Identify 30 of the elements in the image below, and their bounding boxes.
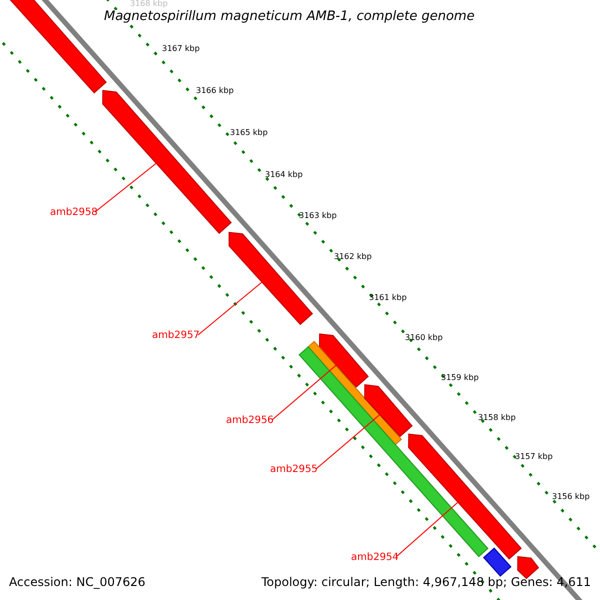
scale-label: 3163 kbp: [299, 212, 337, 220]
scale-label: 3168 kbp: [130, 0, 168, 8]
scale-label: 3162 kbp: [334, 253, 372, 261]
scale-label: 3167 kbp: [162, 45, 200, 53]
scale-label: 3166 kbp: [196, 87, 234, 95]
leader-line: [396, 501, 459, 558]
leader-line: [316, 414, 381, 470]
gene-label: amb2954: [351, 553, 399, 563]
gene-segment: [364, 384, 413, 438]
scale-label: 3165 kbp: [230, 129, 268, 137]
scale-label: 3157 kbp: [515, 453, 553, 461]
scale-label: 3159 kbp: [441, 374, 479, 382]
scale-label: 3164 kbp: [265, 171, 303, 179]
leader-line: [94, 162, 158, 212]
gene-label: amb2957: [152, 331, 200, 341]
gene-segment: [319, 333, 369, 388]
genome-info-text: Topology: circular; Length: 4,967,148 bp; Genes: 4,611: [261, 576, 591, 588]
scale-label: 3160 kbp: [405, 334, 443, 342]
gene-bar: [483, 548, 512, 577]
gene-label: amb2955: [270, 465, 318, 475]
leader-line: [272, 364, 337, 420]
accession-text: Accession: NC_007626: [9, 576, 146, 588]
gene-label: amb2956: [226, 416, 274, 426]
title: Magnetospirillum magneticum AMB-1, complete genome: [104, 10, 475, 23]
gene-label: amb2958: [50, 208, 98, 218]
gene-segment: [228, 232, 313, 326]
scale-label: 3161 kbp: [369, 294, 407, 302]
scale-label: 3156 kbp: [552, 493, 590, 501]
leader-line: [198, 281, 263, 336]
scale-label: 3158 kbp: [478, 414, 516, 422]
